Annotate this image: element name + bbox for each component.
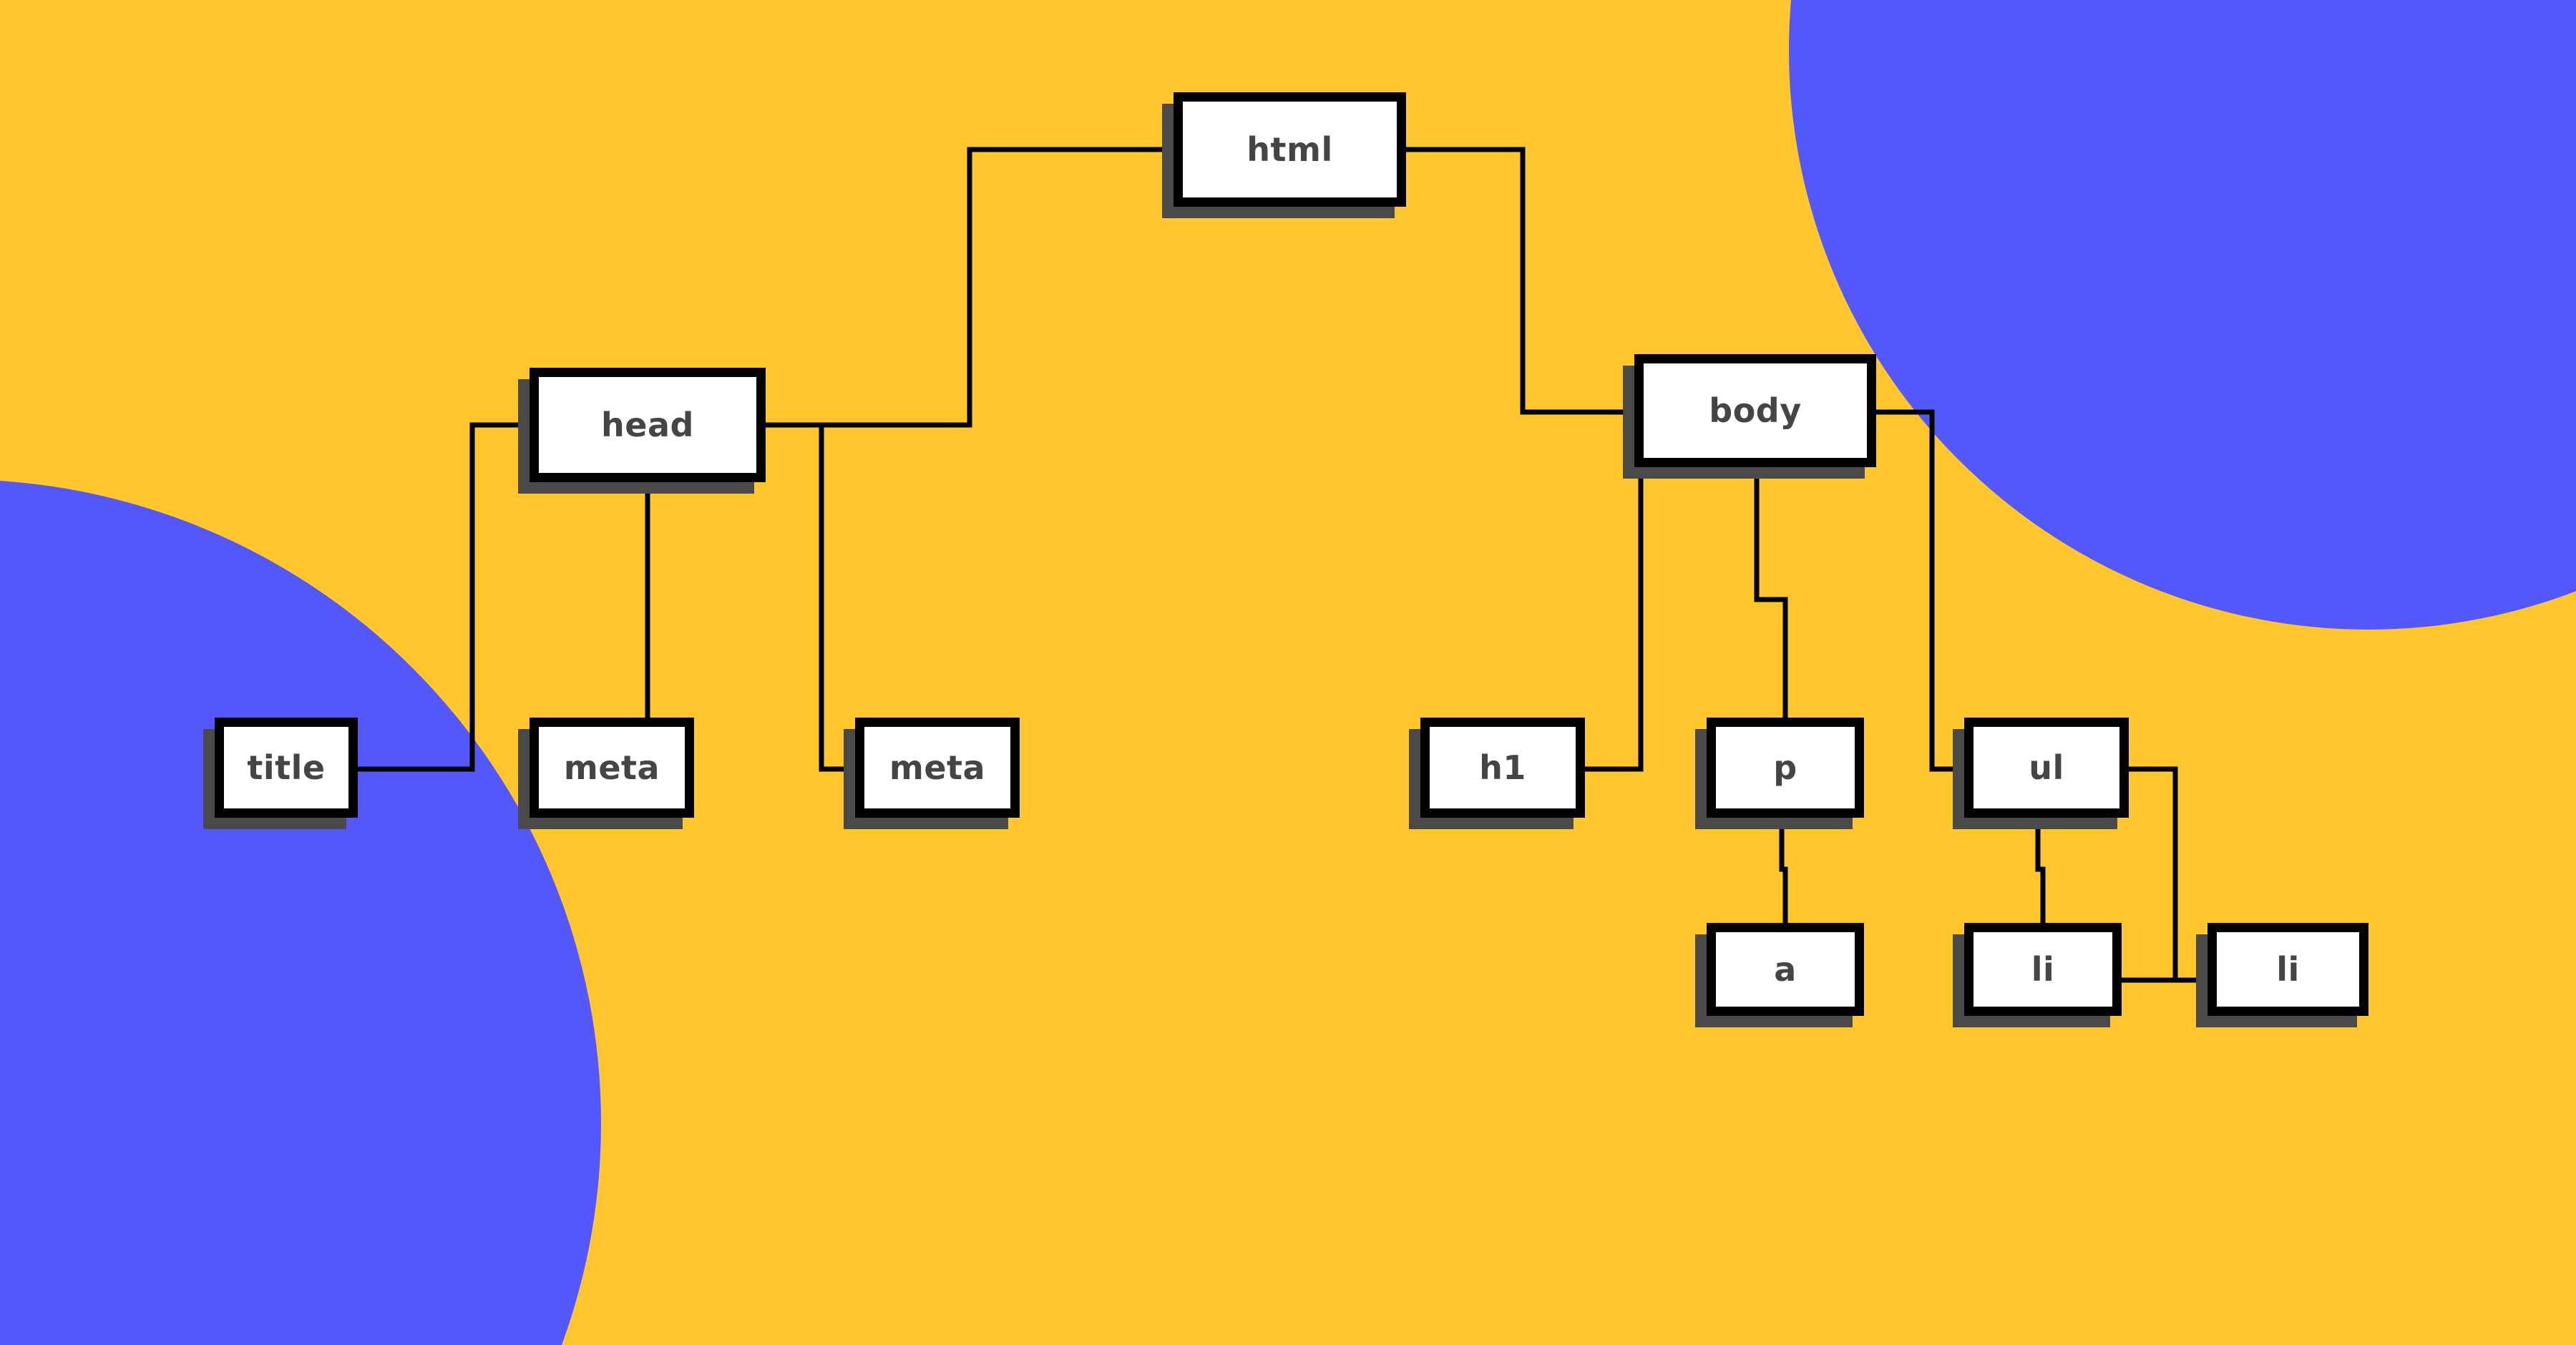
- tree-node-label: body: [1709, 391, 1802, 430]
- edge-head-to-title: [358, 422, 530, 772]
- tree-node-head[interactable]: head: [530, 368, 766, 482]
- tree-node-title[interactable]: title: [215, 718, 358, 818]
- tree-node-li2[interactable]: li: [2207, 923, 2368, 1016]
- tree-node-label: ul: [2029, 748, 2064, 787]
- tree-node-label: a: [1774, 950, 1797, 989]
- edge-head-to-meta2: [766, 422, 855, 772]
- tree-node-label: meta: [563, 748, 660, 787]
- tree-node-a[interactable]: a: [1707, 923, 1864, 1016]
- edge-body-to-p: [1754, 467, 1788, 718]
- tree-node-label: title: [247, 748, 326, 787]
- tree-node-h1[interactable]: h1: [1420, 718, 1585, 818]
- edge-ul-to-li1: [2035, 818, 2046, 923]
- tree-node-label: li: [2276, 950, 2300, 989]
- edge-p-to-a: [1779, 818, 1788, 923]
- tree-node-label: p: [1773, 748, 1797, 787]
- tree-node-label: h1: [1479, 748, 1526, 787]
- tree-node-ul[interactable]: ul: [1964, 718, 2129, 818]
- tree-node-label: html: [1246, 130, 1333, 169]
- edge-html-to-head: [766, 147, 1174, 428]
- tree-node-label: li: [2031, 950, 2055, 989]
- edge-body-to-ul: [1876, 409, 1964, 772]
- tree-node-body[interactable]: body: [1634, 354, 1876, 467]
- edge-html-to-body: [1406, 147, 1634, 415]
- tree-node-label: meta: [889, 748, 986, 787]
- tree-node-meta1[interactable]: meta: [530, 718, 694, 818]
- tree-node-p[interactable]: p: [1707, 718, 1864, 818]
- tree-node-html[interactable]: html: [1174, 92, 1406, 207]
- tree-node-label: head: [601, 406, 694, 444]
- tree-node-li1[interactable]: li: [1964, 923, 2122, 1016]
- edge-ul-to-li2: [2129, 766, 2207, 983]
- edge-body-to-h1: [1585, 467, 1644, 772]
- tree-node-meta2[interactable]: meta: [855, 718, 1020, 818]
